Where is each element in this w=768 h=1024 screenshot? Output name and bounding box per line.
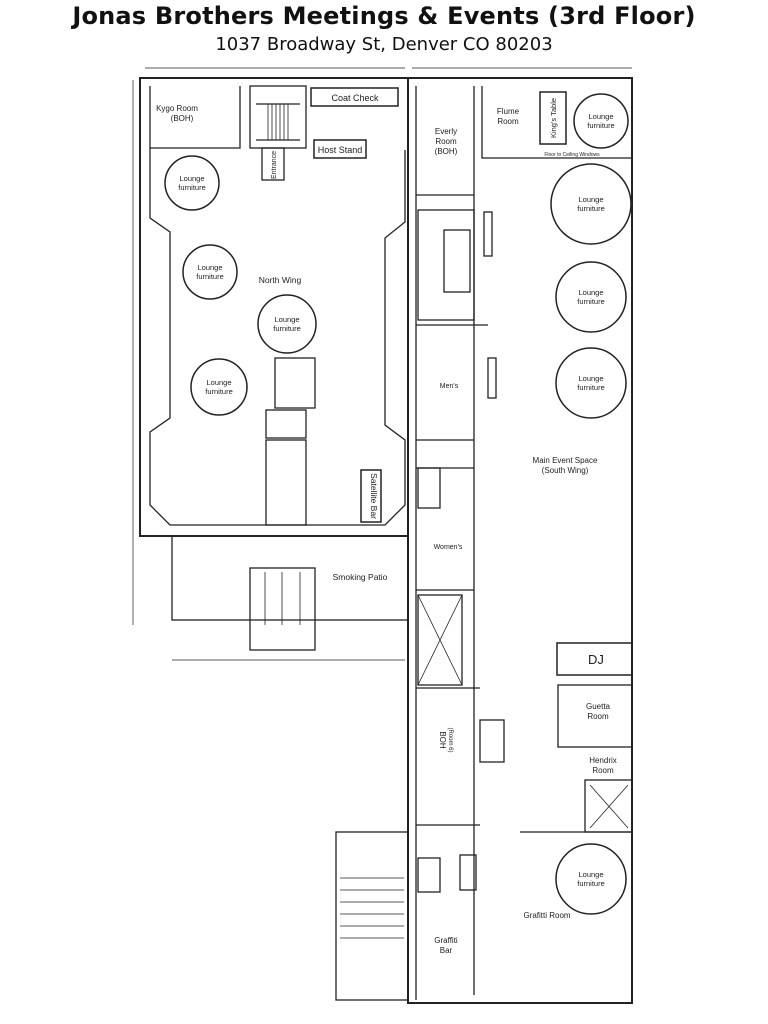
graffiti-bar-label-2: Bar (440, 946, 453, 955)
lounge-label: Lounge (179, 174, 204, 183)
hendrix-label-2: Room (592, 766, 614, 775)
lounge-label: Lounge (274, 315, 299, 324)
lounge-label: furniture (178, 183, 206, 192)
coat-check-label: Coat Check (331, 93, 379, 103)
lounge-label: Lounge (578, 374, 603, 383)
page-title: Jonas Brothers Meetings & Events (3rd Fl… (72, 2, 696, 30)
mens-label: Men's (440, 383, 459, 390)
kings-table-label: King's Table (549, 98, 558, 138)
guetta-label-2: Room (587, 712, 609, 721)
host-stand-label: Host Stand (318, 145, 363, 155)
everly-label-2: Room (435, 137, 457, 146)
lounge-label: furniture (205, 387, 233, 396)
satellite-bar-label: Satellite Bar (369, 473, 379, 519)
lounge-label: furniture (577, 879, 605, 888)
lounge-label: furniture (587, 121, 615, 130)
smoking-patio-label: Smoking Patio (333, 572, 388, 582)
boh-label: BOH (438, 731, 447, 749)
lounge-label: Lounge (206, 378, 231, 387)
everly-label-1: Everly (435, 127, 457, 136)
flume-label-1: Flume (497, 107, 520, 116)
lounge-label: furniture (273, 324, 301, 333)
lounge-label: Lounge (197, 263, 222, 272)
hendrix-label-1: Hendrix (589, 756, 617, 765)
lounge-label: furniture (577, 383, 605, 392)
main-event-label-1: Main Event Space (533, 456, 598, 465)
graffiti-bar-label-1: Graffiti (434, 936, 458, 945)
main-event-label-2: (South Wing) (542, 466, 589, 475)
boh-sub-label: (Room 6) (447, 727, 453, 752)
kygo-room-label: Kygo Room (156, 104, 198, 113)
lounge-label: furniture (577, 297, 605, 306)
venue-address: 1037 Broadway St, Denver CO 80203 (215, 34, 553, 55)
lounge-label: Lounge (578, 288, 603, 297)
kygo-room-sub: (BOH) (171, 114, 194, 123)
lounge-label: Lounge (578, 870, 603, 879)
grafitti-room-label: Grafitti Room (523, 911, 570, 920)
floor-to-ceiling-label: Floor to Ceiling Windows (544, 152, 600, 158)
dj-label: DJ (588, 652, 604, 667)
everly-label-3: (BOH) (435, 147, 458, 156)
lounge-label: Lounge (588, 112, 613, 121)
lounge-label: furniture (577, 204, 605, 213)
north-wing-label: North Wing (259, 275, 302, 285)
flume-label-2: Room (497, 117, 519, 126)
womens-label: Women's (434, 544, 463, 551)
guetta-label-1: Guetta (586, 702, 611, 711)
lounge-label: Lounge (578, 195, 603, 204)
entrance-label: Entrance (271, 151, 278, 179)
lounge-label: furniture (196, 272, 224, 281)
